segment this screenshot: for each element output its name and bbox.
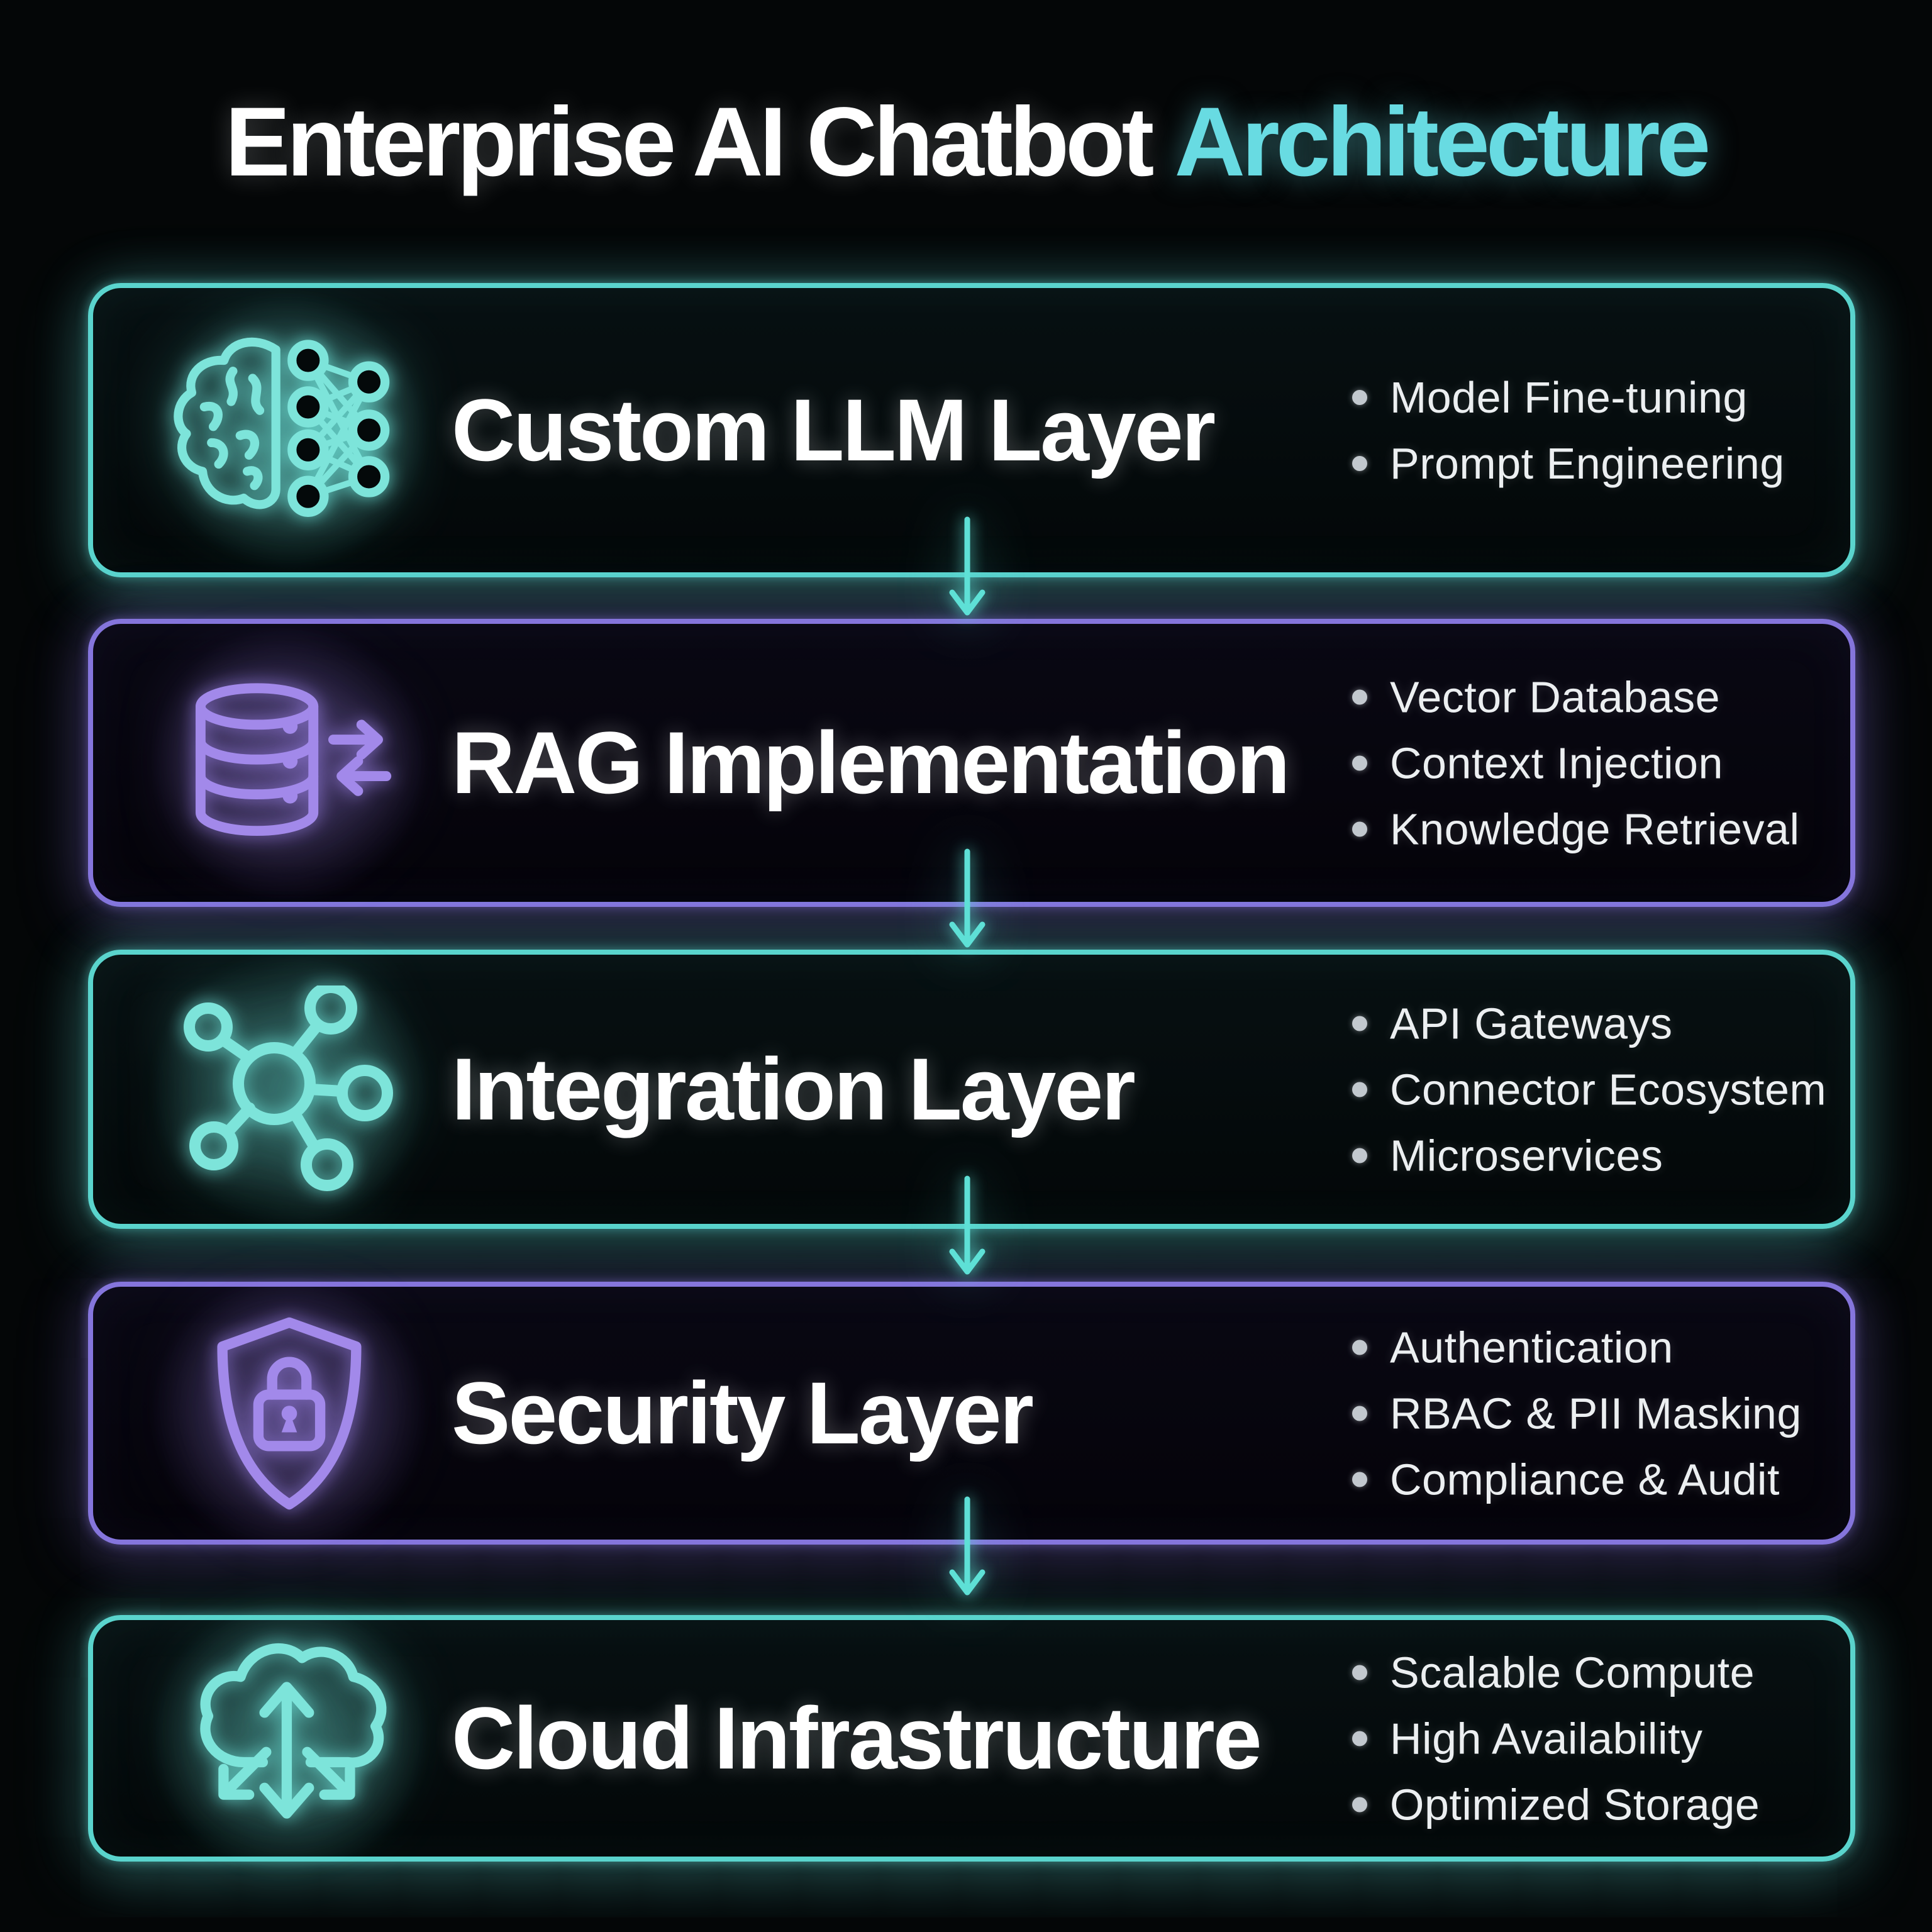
bullet-dot [1352,389,1367,405]
bullet-dot [1352,689,1367,704]
bullet-dot [1352,1665,1367,1680]
bullet-dot [1352,1148,1367,1163]
bullet-dot [1352,1797,1367,1812]
database-sync-icon [125,602,454,923]
bullet-dot [1352,1340,1367,1355]
layer-bullets: API Gateways Connector Ecosystem Microse… [1352,991,1826,1189]
layer-card-rag: RAG Implementation Vector Database Conte… [88,602,1855,923]
bullet-item: Context Injection [1352,730,1800,796]
layer-bullets: Vector Database Context Injection Knowle… [1352,664,1800,862]
layer-title: RAG Implementation [452,713,1291,812]
bullet-dot [1352,1472,1367,1487]
layer-card-custom-llm: Custom LLM Layer Model Fine-tuning Promp… [88,270,1855,591]
bullet-dot [1352,1406,1367,1421]
bullet-item: Authentication [1352,1314,1802,1380]
bullet-label: RBAC & PII Masking [1390,1389,1802,1438]
bullet-item: Vector Database [1352,664,1800,730]
layer-card-cloud: Cloud Infrastructure Scalable Compute Hi… [88,1578,1855,1899]
arrow-down-icon [942,1496,992,1629]
layer-bullets: Scalable Compute High Availability Optim… [1352,1640,1760,1838]
bullet-label: Authentication [1390,1323,1674,1372]
layer-bullets: Authentication RBAC & PII Masking Compli… [1352,1314,1802,1513]
bullet-label: Connector Ecosystem [1390,1065,1827,1114]
arrow-down-icon [942,1175,992,1308]
bullet-item: Knowledge Retrieval [1352,796,1800,862]
bullet-label: Microservices [1390,1131,1663,1180]
layer-title: Security Layer [452,1363,1034,1462]
bullet-item: API Gateways [1352,991,1826,1057]
bullet-label: Vector Database [1390,672,1721,721]
bullet-label: API Gateways [1390,999,1673,1048]
bullet-dot [1352,1082,1367,1097]
page-title-highlight: Architecture [1174,87,1711,197]
bullet-item: Optimized Storage [1352,1772,1760,1838]
bullet-dot [1352,455,1367,471]
arrow-down-icon [942,848,992,981]
shield-lock-icon [125,1253,454,1574]
brain-network-icon [125,270,454,591]
bullet-item: Connector Ecosystem [1352,1057,1826,1123]
bullet-item: Compliance & Audit [1352,1446,1802,1513]
bullet-label: Optimized Storage [1390,1780,1760,1829]
bullet-item: Scalable Compute [1352,1640,1760,1706]
bullet-item: Model Fine-tuning [1352,364,1785,430]
bullet-item: Prompt Engineering [1352,430,1785,496]
bullet-label: Model Fine-tuning [1390,372,1748,422]
bullet-item: Microservices [1352,1123,1826,1189]
page-title-prefix: Enterprise AI Chatbot [225,87,1155,197]
bullet-dot [1352,821,1367,836]
cloud-scaling-icon [125,1578,454,1899]
network-hub-icon [125,929,454,1250]
bullet-label: Compliance & Audit [1390,1455,1780,1504]
arrow-down-icon [942,516,992,649]
bullet-item: RBAC & PII Masking [1352,1380,1802,1446]
bullet-item: High Availability [1352,1706,1760,1772]
bullet-dot [1352,1016,1367,1031]
bullet-label: Scalable Compute [1390,1648,1755,1697]
bullet-label: High Availability [1390,1714,1703,1763]
layer-title: Custom LLM Layer [452,380,1216,479]
bullet-dot [1352,1731,1367,1746]
architecture-diagram: Custom LLM Layer Model Fine-tuning Promp… [88,270,1855,1899]
bullet-label: Prompt Engineering [1390,438,1785,488]
bullet-label: Knowledge Retrieval [1390,804,1800,853]
bullet-label: Context Injection [1390,738,1723,787]
layer-title: Integration Layer [452,1040,1136,1138]
layer-card-security: Security Layer Authentication RBAC & PII… [88,1253,1855,1574]
layer-card-integration: Integration Layer API Gateways Connector… [88,929,1855,1250]
layer-bullets: Model Fine-tuning Prompt Engineering [1352,364,1785,496]
bullet-dot [1352,755,1367,770]
layer-title: Cloud Infrastructure [452,1689,1262,1787]
